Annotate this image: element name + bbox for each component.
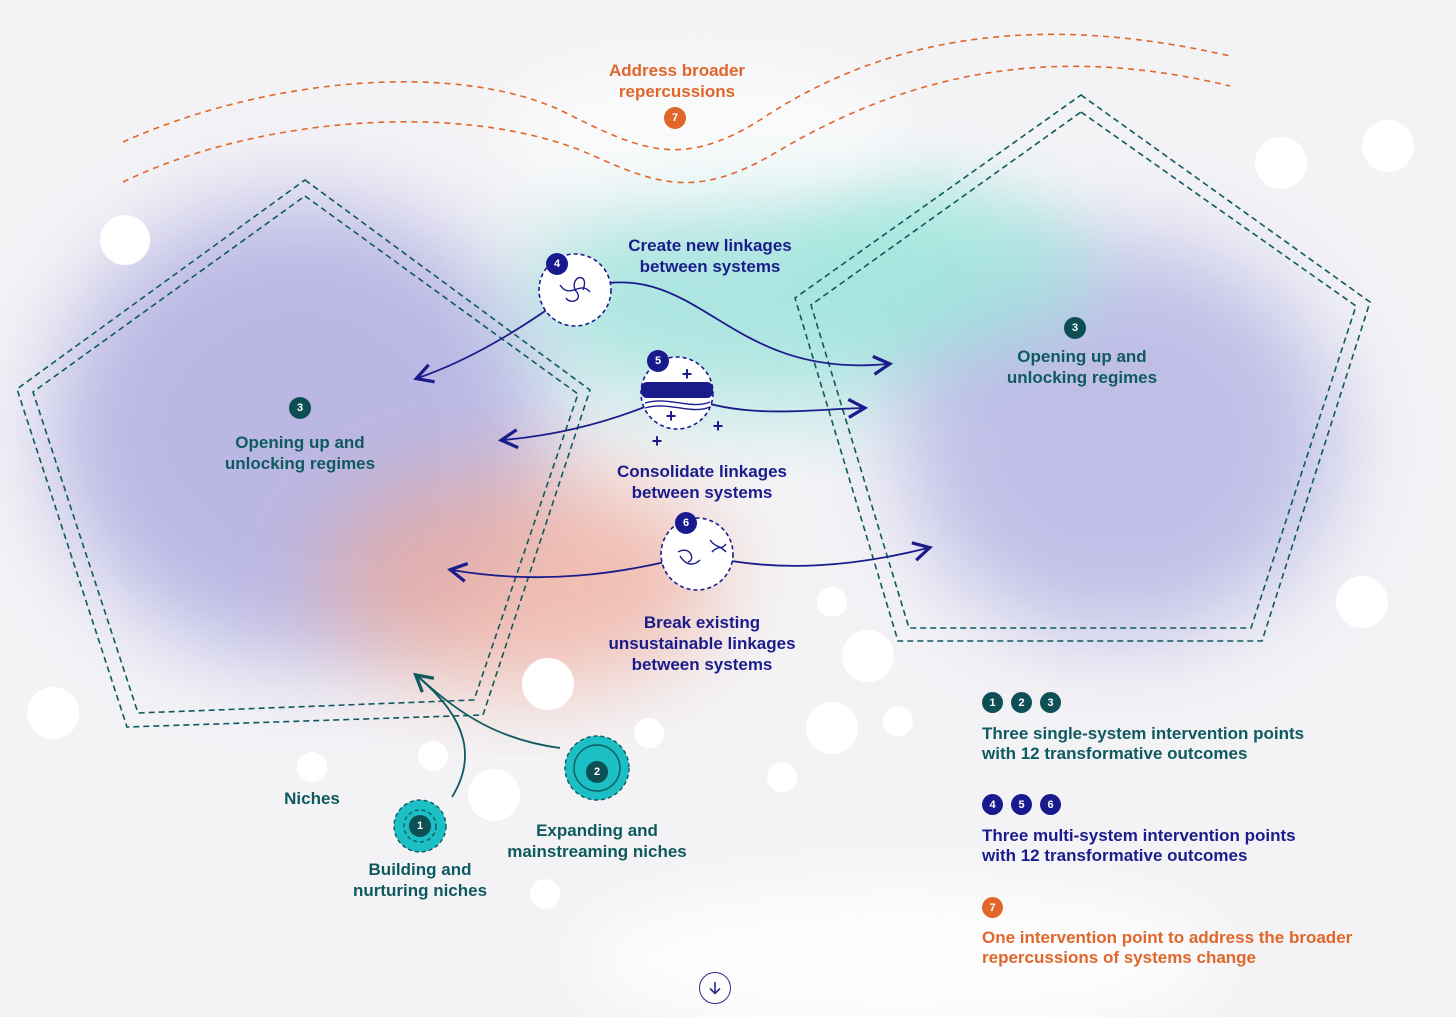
scroll-down-button[interactable]	[699, 972, 731, 1004]
left-regime-pentagon	[16, 179, 591, 728]
svg-text:+: +	[713, 416, 724, 436]
legend-dot: 2	[1011, 692, 1032, 713]
label-broader-repercussions: Address broader repercussions	[608, 61, 746, 101]
badge-three-right: 3	[1064, 317, 1086, 339]
arrow-down-icon	[709, 982, 721, 995]
svg-text:+: +	[652, 431, 663, 451]
legend-single-system-numbers: 1 2 3	[982, 692, 1061, 713]
svg-text:+: +	[682, 364, 693, 384]
badge-one: 1	[409, 815, 431, 837]
legend-single-system-text: Three single-system intervention points …	[982, 724, 1305, 763]
right-regime-pentagon	[794, 94, 1371, 642]
legend-dot: 5	[1011, 794, 1032, 815]
legend-multi-system-numbers: 4 5 6	[982, 794, 1061, 815]
legend-broader-text: One intervention point to address the br…	[982, 928, 1353, 967]
legend-dot: 1	[982, 692, 1003, 713]
legend-broader-numbers: 7	[982, 897, 1003, 918]
label-break-linkages: Break existing unsustainable linkages be…	[608, 613, 796, 674]
badge-five: 5	[647, 350, 669, 372]
legend-multi-system-text: Three multi-system intervention points w…	[982, 826, 1296, 865]
broader-repercussions-waves	[122, 33, 1231, 184]
badge-two: 2	[586, 761, 608, 783]
break-linkage-icon	[660, 517, 734, 591]
legend-dot: 4	[982, 794, 1003, 815]
label-regime-left: Opening up and unlocking regimes	[224, 433, 376, 473]
badge-three-left: 3	[289, 397, 311, 419]
label-niches: Niches	[284, 789, 340, 808]
badge-seven: 7	[664, 107, 686, 129]
decorative-bubbles	[27, 120, 1414, 909]
consolidate-linkage-icon: + + + +	[640, 356, 724, 451]
label-regime-right: Opening up and unlocking regimes	[1006, 347, 1158, 387]
legend-dot: 6	[1040, 794, 1061, 815]
badge-four: 4	[546, 253, 568, 275]
label-expanding-niches: Expanding and mainstreaming niches	[507, 821, 687, 861]
label-create-linkages: Create new linkages between systems	[628, 236, 792, 276]
label-building-niches: Building and nurturing niches	[352, 860, 488, 900]
svg-text:+: +	[666, 406, 677, 426]
niche-arrows	[413, 672, 561, 798]
legend-dot: 3	[1040, 692, 1061, 713]
legend-dot: 7	[982, 897, 1003, 918]
label-consolidate-linkages: Consolidate linkages between systems	[616, 462, 788, 502]
badge-six: 6	[675, 512, 697, 534]
